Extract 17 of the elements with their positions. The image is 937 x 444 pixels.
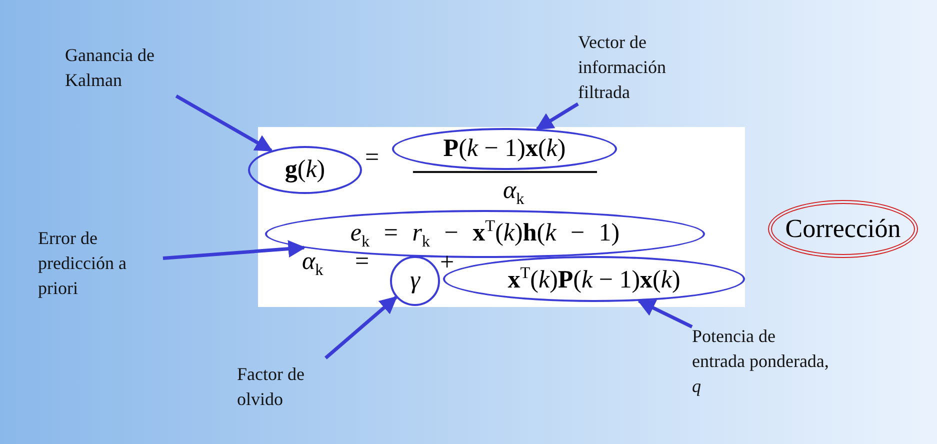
formula-ellipse: g(k) bbox=[248, 146, 362, 194]
callout-text: Vector de información filtrada bbox=[578, 22, 698, 112]
callout-text: Potencia de entrada ponderada, q bbox=[692, 316, 832, 406]
formula-text: α$_{k}$ bbox=[503, 177, 524, 209]
formula-text: = bbox=[365, 144, 380, 172]
callout-text: Factor de olvido bbox=[237, 358, 347, 416]
arrow bbox=[162, 240, 306, 260]
arrow bbox=[175, 94, 273, 152]
formula-ellipse: e$_{k}$ = r$_{k}$ − x$^{T}$(k)h(k − 1) bbox=[265, 210, 705, 258]
callout-text: Ganancia de Kalman bbox=[65, 40, 190, 96]
formula-ellipse: P(k − 1)x(k) bbox=[392, 128, 617, 170]
arrow bbox=[324, 296, 398, 360]
formula-ellipse: γ bbox=[390, 256, 440, 306]
callout-text: Error de predicción a priori bbox=[38, 220, 163, 306]
arrow bbox=[536, 102, 579, 130]
arrow bbox=[637, 299, 693, 328]
highlight-ellipse: Corrección bbox=[768, 200, 918, 258]
